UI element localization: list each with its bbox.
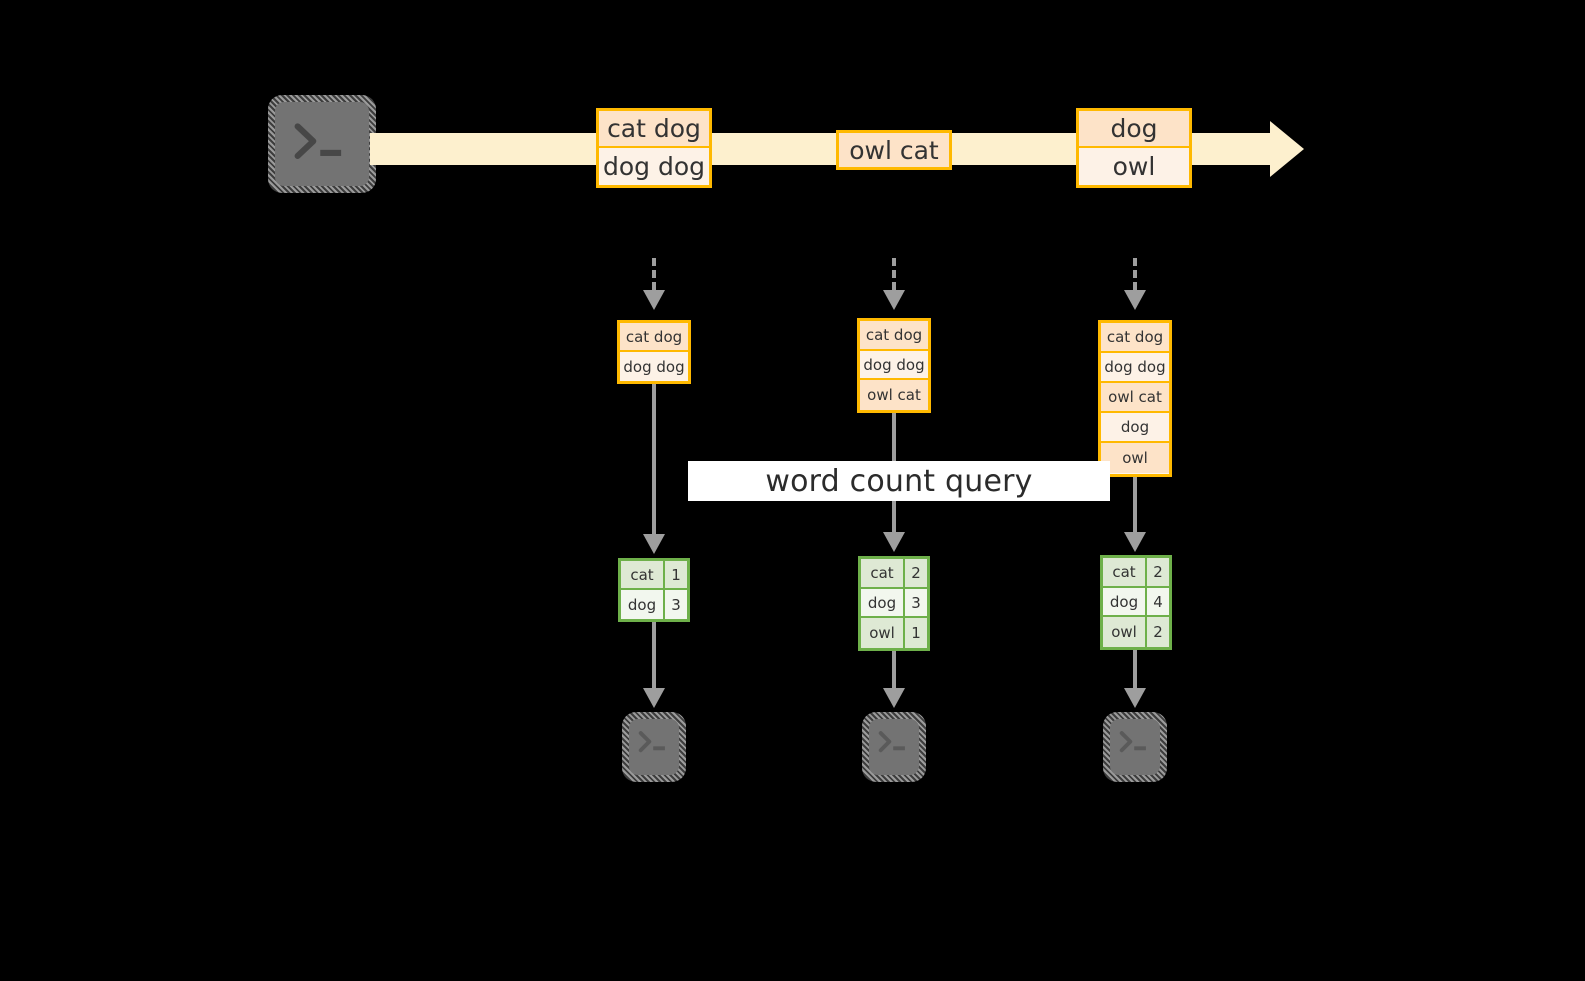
result-table[interactable]: cat 1 dog 3 (618, 558, 690, 622)
state-row: cat dog (1101, 323, 1169, 353)
result-count: 3 (671, 595, 681, 614)
stream-arrowhead-icon (1270, 121, 1304, 177)
result-count: 2 (1153, 623, 1163, 642)
stream-message[interactable]: dog owl (1076, 108, 1192, 188)
stream-message[interactable]: owl cat (836, 130, 952, 170)
result-count: 1 (911, 624, 921, 643)
consumer-terminal-icon (1103, 712, 1167, 782)
arrowhead-icon (643, 534, 665, 554)
state-to-result-connector (1133, 477, 1137, 535)
arrowhead-icon (1124, 532, 1146, 552)
result-row: cat 1 (621, 561, 687, 591)
arrowhead-icon (643, 290, 665, 310)
state-table[interactable]: cat dog dog dog owl cat dog owl (1098, 320, 1172, 477)
result-row: dog 3 (861, 588, 927, 619)
state-row: cat dog (860, 321, 928, 351)
result-word: dog (1103, 587, 1147, 616)
terminal-screen (275, 102, 369, 186)
state-row: dog dog (1101, 353, 1169, 383)
result-to-consumer-connector (892, 651, 896, 690)
stream-to-state-connector (652, 258, 656, 290)
result-row: owl 1 (861, 618, 927, 648)
stream-to-state-connector (1133, 258, 1137, 290)
result-table[interactable]: cat 2 dog 3 owl 1 (858, 556, 930, 651)
query-label-text: word count query (765, 463, 1033, 499)
stream-to-state-connector (892, 258, 896, 290)
arrowhead-icon (1124, 688, 1146, 708)
state-to-result-connector (652, 384, 656, 536)
terminal-prompt-icon (294, 123, 342, 159)
message-line: owl (1079, 148, 1189, 185)
message-line: owl cat (839, 133, 949, 167)
result-word: cat (1103, 558, 1147, 586)
state-row: dog dog (860, 350, 928, 381)
result-row: dog 3 (621, 590, 687, 619)
arrowhead-icon (883, 688, 905, 708)
consumer-terminal-icon (862, 712, 926, 782)
result-count: 1 (671, 565, 681, 584)
state-row: owl cat (1101, 383, 1169, 413)
state-table[interactable]: cat dog dog dog owl cat (857, 318, 931, 413)
result-word: owl (861, 618, 905, 648)
state-table[interactable]: cat dog dog dog (617, 320, 691, 384)
arrowhead-icon (883, 290, 905, 310)
result-to-consumer-connector (1133, 650, 1137, 690)
result-count: 2 (1153, 562, 1163, 581)
message-line: cat dog (599, 111, 709, 148)
state-row: owl (1101, 443, 1169, 473)
result-table[interactable]: cat 2 dog 4 owl 2 (1100, 555, 1172, 650)
consumer-terminal-icon (622, 712, 686, 782)
result-row: dog 4 (1103, 587, 1169, 618)
message-line: dog (1079, 111, 1189, 148)
result-word: cat (621, 561, 665, 589)
result-count: 3 (911, 593, 921, 612)
result-row: owl 2 (1103, 617, 1169, 647)
terminal-prompt-icon (638, 731, 665, 753)
result-word: dog (621, 590, 665, 619)
arrowhead-icon (643, 688, 665, 708)
result-row: cat 2 (861, 559, 927, 589)
state-row: dog dog (620, 352, 688, 381)
result-word: owl (1103, 617, 1147, 647)
state-row: dog (1101, 413, 1169, 443)
terminal-prompt-icon (878, 731, 905, 753)
terminal-prompt-icon (1119, 731, 1146, 753)
result-word: cat (861, 559, 905, 587)
stream-message[interactable]: cat dog dog dog (596, 108, 712, 188)
query-label-band: word count query (688, 461, 1110, 501)
result-count: 4 (1153, 592, 1163, 611)
result-to-consumer-connector (652, 622, 656, 690)
producer-terminal-icon (268, 95, 376, 193)
result-word: dog (861, 588, 905, 617)
message-line: dog dog (599, 148, 709, 185)
state-row: owl cat (860, 380, 928, 410)
arrowhead-icon (1124, 290, 1146, 310)
arrowhead-icon (883, 532, 905, 552)
state-row: cat dog (620, 323, 688, 353)
result-row: cat 2 (1103, 558, 1169, 588)
result-count: 2 (911, 563, 921, 582)
